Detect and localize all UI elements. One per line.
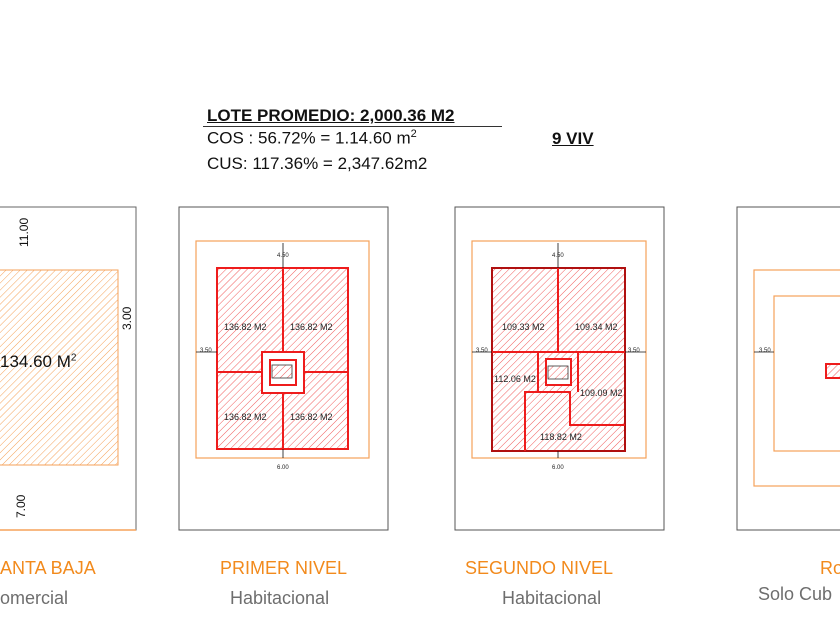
dim-right: 3.50 [628, 348, 640, 354]
area-label: 109.34 M2 [575, 322, 618, 332]
area-planta-baja: 134.60 M2 [0, 352, 76, 372]
header-divider [203, 126, 502, 127]
dim-top: 11.00 [17, 217, 31, 247]
panel-roof [736, 206, 840, 531]
dim-left: 3.50 [759, 348, 771, 354]
area-sup: 2 [70, 352, 77, 364]
dim-bottom: 6.00 [277, 465, 289, 471]
dim-bottom: 7.00 [14, 494, 28, 518]
panel-label: ANTA BAJA [0, 558, 96, 578]
area-label: 136.82 M2 [290, 322, 333, 332]
area-value: 134.60 M [0, 352, 71, 371]
dim-top: 4.50 [552, 253, 564, 259]
area-label: 109.09 M2 [580, 388, 623, 398]
panel-label: PRIMER NIVEL [220, 558, 348, 578]
dim-left: 3.50 [476, 348, 488, 354]
panel-use: Solo Cub [758, 584, 833, 604]
panel-use: omercial [0, 588, 69, 608]
area-label: 109.33 M2 [502, 322, 545, 332]
panel-use: Habitacional [230, 588, 330, 608]
cus-text: CUS: 117.36% = 2,347.62m2 [207, 154, 428, 173]
dim-left: 3.50 [200, 348, 212, 354]
panel-label: Ro [820, 558, 840, 578]
panel-segundo-nivel [454, 206, 665, 531]
cos-value: COS : 56.72% = 1.14.60 m [207, 128, 411, 148]
panel-use: Habitacional [502, 588, 602, 608]
units-count: 9 VIV [552, 129, 594, 148]
area-label: 112.06 M2 [494, 374, 536, 384]
panel-planta-baja [0, 206, 137, 531]
area-label: 136.82 M2 [290, 412, 333, 422]
area-label: 136.82 M2 [224, 322, 267, 332]
area-label: 118.82 M2 [540, 432, 582, 442]
dim-bottom: 6.00 [552, 465, 564, 471]
cos-text: COS : 56.72% = 1.14.60 m2 [207, 128, 417, 149]
panel-primer-nivel [178, 206, 389, 531]
panel-label: SEGUNDO NIVEL [465, 558, 614, 578]
area-label: 136.82 M2 [224, 412, 267, 422]
dim-top: 4.50 [277, 253, 289, 259]
dim-right: 3.00 [120, 306, 134, 330]
cos-sup: 2 [410, 128, 417, 140]
lote-title: LOTE PROMEDIO: 2,000.36 M2 [207, 106, 455, 125]
